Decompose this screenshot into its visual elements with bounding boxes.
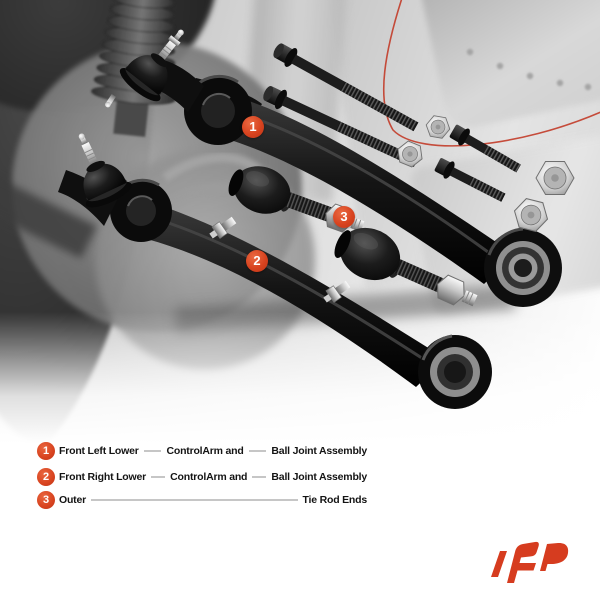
flange-nut-1: [425, 115, 451, 139]
red-highlight-arc: [382, 0, 600, 147]
tie-rod-2-boot: [339, 227, 401, 281]
legend-badge-3: 3: [37, 491, 55, 509]
arm-2-ball-joint: [78, 133, 132, 208]
legend-item-3: 3 Outer Tie Rod Ends: [37, 491, 367, 509]
legend-connector-line: [143, 450, 162, 452]
callout-marker-1: 1: [242, 116, 264, 138]
arm-1-shaft: [224, 96, 509, 284]
flange-nuts: [397, 115, 575, 232]
bolt-3: [449, 124, 521, 173]
ap-logo-icon: [491, 541, 569, 583]
legend-connector-line: [252, 476, 267, 478]
legend-connector-line: [151, 476, 166, 478]
arm-2-shaft: [147, 204, 440, 387]
tie-rod-2-stud: [323, 280, 351, 303]
callout-marker-2: 2: [246, 250, 268, 272]
arm-1-lower-zerk: [105, 93, 116, 108]
arm-2-bushing-ring: [110, 178, 172, 242]
bolt-4: [434, 158, 506, 202]
arm-1-highlight: [235, 110, 489, 254]
tie-rod-2-jam-nut: [437, 274, 465, 306]
tie-rod-1-stud: [209, 216, 237, 239]
legend-item-2: 2 Front Right Lower ControlArm and Ball …: [37, 468, 367, 486]
legend-text: Ball Joint Assembly: [271, 471, 368, 483]
tie-rod-1-boot: [233, 166, 291, 214]
legend-badge-2: 2: [37, 468, 55, 486]
legend-text: Tie Rod Ends: [302, 494, 368, 506]
arm-1-ball-joint: [119, 29, 184, 102]
legend-text: Ball Joint Assembly: [271, 445, 368, 457]
control-arm-front-right: [58, 133, 492, 409]
arm-1-eye-bushing: [484, 227, 562, 307]
legend-text: Front Left Lower: [59, 445, 139, 457]
legend-badge-1: 1: [37, 442, 55, 460]
ball-stud: [156, 39, 177, 62]
background-pan-bolt-holes: [466, 48, 592, 91]
legend-text: Front Right Lower: [59, 471, 147, 483]
flange-nut-2: [397, 140, 423, 168]
arm-2-highlight: [159, 218, 429, 364]
bolt-2: [263, 86, 419, 167]
arm-2-eye-bushing: [418, 334, 492, 409]
legend-text: Outer: [59, 494, 87, 506]
tie-rod-end-2: [323, 227, 478, 307]
legend-text: ControlArm and: [166, 445, 244, 457]
legend-connector-line: [91, 499, 298, 501]
flange-nut-4: [513, 198, 549, 232]
control-arm-front-left: [105, 29, 562, 307]
flange-nut-3: [535, 160, 575, 196]
bolt-1: [273, 43, 419, 132]
legend-connector-line: [248, 450, 267, 452]
legend-text: ControlArm and: [170, 471, 248, 483]
parts-legend: 1 Front Left Lower ControlArm and Ball J…: [37, 442, 367, 509]
legend-item-1: 1 Front Left Lower ControlArm and Ball J…: [37, 442, 367, 460]
callout-marker-3: 3: [333, 206, 355, 228]
hex-bolts: [263, 43, 521, 202]
